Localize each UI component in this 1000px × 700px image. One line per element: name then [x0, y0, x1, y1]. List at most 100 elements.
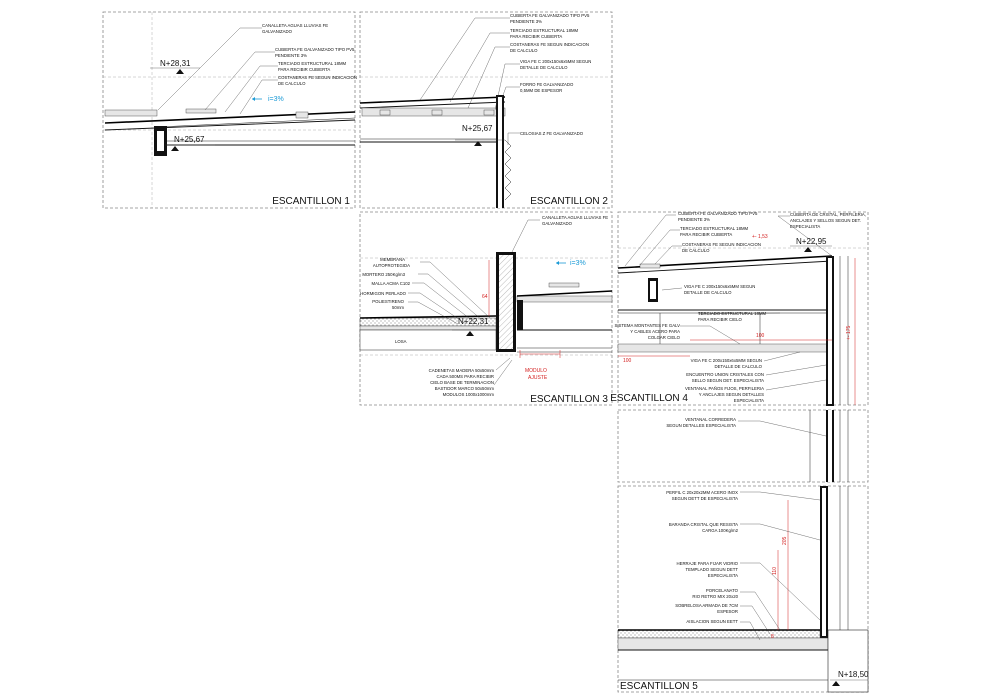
callout: FORRO FE GALVANIZADO [520, 82, 574, 87]
callout: ESPECIALISTA [734, 398, 764, 403]
dimension-label: 110 [772, 567, 778, 575]
level-mark: N+25,67 [462, 124, 493, 133]
dimension-label: 64 [482, 294, 488, 300]
callout: GALVANIZADO [542, 221, 573, 226]
callout: CIELO BASE DE TERMINACION [430, 380, 494, 385]
callout: CUBIERTA FE GALVANIZADO TIPO PV5 [275, 47, 355, 52]
callout: VENTANAL PAÑOS FIJOS, PERFILERIA [685, 386, 764, 391]
callout: ESPECIALISTA [790, 224, 820, 229]
slab-edge [617, 637, 829, 651]
level-mark: N+22,95 [796, 237, 827, 246]
callout: MODULOS 1000x1000mm [443, 392, 495, 397]
callout: CELOSIAS Z FE GALVANIZADO [520, 131, 584, 136]
slope-label: i=3% [570, 260, 586, 267]
callout: DE CALCULO [682, 248, 710, 253]
callout: ENCUENTRO UNION CRISTALES CON [686, 372, 764, 377]
callout: PENDIENTE 3% [678, 217, 710, 222]
sliding-window-frame [617, 409, 869, 483]
callout: COSTANERAS FE SEGUN INDICACION [278, 75, 357, 80]
section-1-frame [102, 11, 356, 209]
dimension-label: +- 1,53 [752, 234, 768, 240]
callout: TERCIADO ESTRUCTURAL 18MM [278, 61, 347, 66]
callout: CARGA 100Kg/m2 [702, 528, 738, 533]
callout: CADENETAS MADERA 50x50mm [429, 368, 495, 373]
callout: PARA RECIBIR CIELO [698, 317, 743, 322]
callout: DETALLE DE CALCULO [684, 290, 732, 295]
callout: 50mm [392, 305, 404, 310]
callout: SEGUN DETT DE ESPECIALISTA [672, 496, 738, 501]
callout: AISLACION SEGUN EETT [686, 619, 738, 624]
callout: HORMIGON PERLADO [360, 291, 406, 296]
callout: Y CABLES ACERO PARA [630, 329, 680, 334]
callout: SISTEMA MONTANTES FE GALV [615, 323, 681, 328]
dimension-label: MODULO [525, 368, 547, 374]
callout: HERRAJE PARA FIJAR VIDRIO [676, 561, 738, 566]
callout: MORTERO 250Kg/m3 [362, 272, 405, 277]
section-title: ESCANTILLON 5 [620, 681, 698, 692]
callout: ESPESOR [717, 609, 738, 614]
section-sliding-window: VENTANAL CORREDERA SEGUN DETALLES ESPECI… [617, 409, 869, 483]
callout: VIGA FE C 200x150x6x5MM SEGUN [691, 358, 762, 363]
callout: PERFIL C 20x20x2MM ACERO INOX [666, 490, 738, 495]
callout: PENDIENTE 3% [275, 53, 307, 58]
callout: RIO RETRO MIX 20x20 [692, 594, 738, 599]
callout: TERCIADO ESTRUCTURAL 18MM [510, 28, 579, 33]
callout: BARANDA CRISTAL QUE RESISTA [669, 522, 738, 527]
callout: VENTANAL CORREDERA [685, 417, 736, 422]
callout: VIGA FE C 200x150x6x5MM SEGUN [520, 59, 591, 64]
section-title: ESCANTILLON 3 [530, 394, 608, 405]
dimension-label: 205 [782, 536, 788, 545]
callout: DETALLE DE CALCULO [520, 65, 568, 70]
dimension-label: 100 [623, 358, 632, 364]
callout: TERCIADO ESTRUCTURAL 18MM [698, 311, 767, 316]
concrete-slab [359, 329, 497, 351]
callout: MEMBRANA [380, 257, 405, 262]
callout: DE CALCULO [278, 81, 306, 86]
callout: COSTANERAS FE SEGUN INDICACION [510, 42, 589, 47]
callout: ANCLAJES Y SELLOS SEGUN DET. [790, 218, 861, 223]
callout: 0,5MM DE ESPESOR [520, 88, 562, 93]
callout: VIGA FE C 200x150x6x5MM SEGUN [684, 284, 755, 289]
floor-topping [617, 629, 821, 639]
section-3-frame [359, 211, 613, 406]
callout: MALLA ACMA C102 [372, 281, 411, 286]
section-4-frame [617, 211, 869, 406]
section-5-frame [617, 485, 869, 693]
callout: COLGAR CIELO [648, 335, 681, 340]
callout: CADA 500MS PARA RECIBIR [437, 374, 494, 379]
section-escantillon-3: LOSA N+22,31 i=3% 64 MODULO AJUSTE MEMBR… [359, 211, 613, 406]
callout: AUTOPROTEGIDA [373, 263, 410, 268]
section-2-frame [359, 11, 613, 209]
callout: PARA RECIBIR CUBIERTA [278, 67, 330, 72]
callout: SEGUN DETALLES ESPECIALISTA [666, 423, 736, 428]
section-escantillon-1: N+28,31 N+25,67 i=3% CANALLETA AGUAS LLU… [102, 11, 357, 209]
dimension-label: 8 [771, 634, 774, 640]
level-mark: N+25,67 [174, 135, 205, 144]
lattice-z-profiles [504, 139, 512, 201]
dimension-label: +- 175 [846, 325, 852, 340]
purlin [295, 111, 309, 119]
section-title: ESCANTILLON 1 [272, 196, 350, 207]
ceiling-beam [617, 343, 833, 353]
callout: BASTIDOR MARCO 50x50mm [435, 386, 495, 391]
callout: TEMPLADO SEGUN DETT [685, 567, 738, 572]
callout: GALVANIZADO [262, 29, 293, 34]
callout: TERCIADO ESTRUCTURAL 18MM [680, 226, 749, 231]
callout: SOBRELOSA ARMADA DE 7CM [675, 603, 738, 608]
callout: CUBIERTA FE GALVANIZADO TIPO PV5 [510, 13, 590, 18]
callout: CANALLETA AGUAS LLUVIAS FE [262, 23, 328, 28]
callout: PORCELANATO [706, 588, 739, 593]
level-mark: N+18,50 [838, 670, 869, 679]
section-title: ESCANTILLON 2 [530, 196, 608, 207]
section-escantillon-2: N+25,67 CUBIERTA FE GALVANIZADO TIPO PV5… [359, 11, 613, 209]
callout: CANALLETA AGUAS LLUVIAS FE [542, 215, 608, 220]
callout: Y ANCLAJES SEGUN DETALLES [699, 392, 764, 397]
section-title: ESCANTILLON 4 [610, 393, 688, 404]
level-mark: N+28,31 [160, 59, 191, 68]
callout: POLIESTIRENO [372, 299, 404, 304]
callout: PARA RECIBIR CUBIERTA [510, 34, 562, 39]
dimension-label: 100 [756, 333, 765, 339]
slab-label: LOSA [395, 339, 407, 344]
dimension-label: AJUSTE [528, 375, 548, 381]
callout: SELLO SEGUN DET. ESPECIALISTA [692, 378, 764, 383]
